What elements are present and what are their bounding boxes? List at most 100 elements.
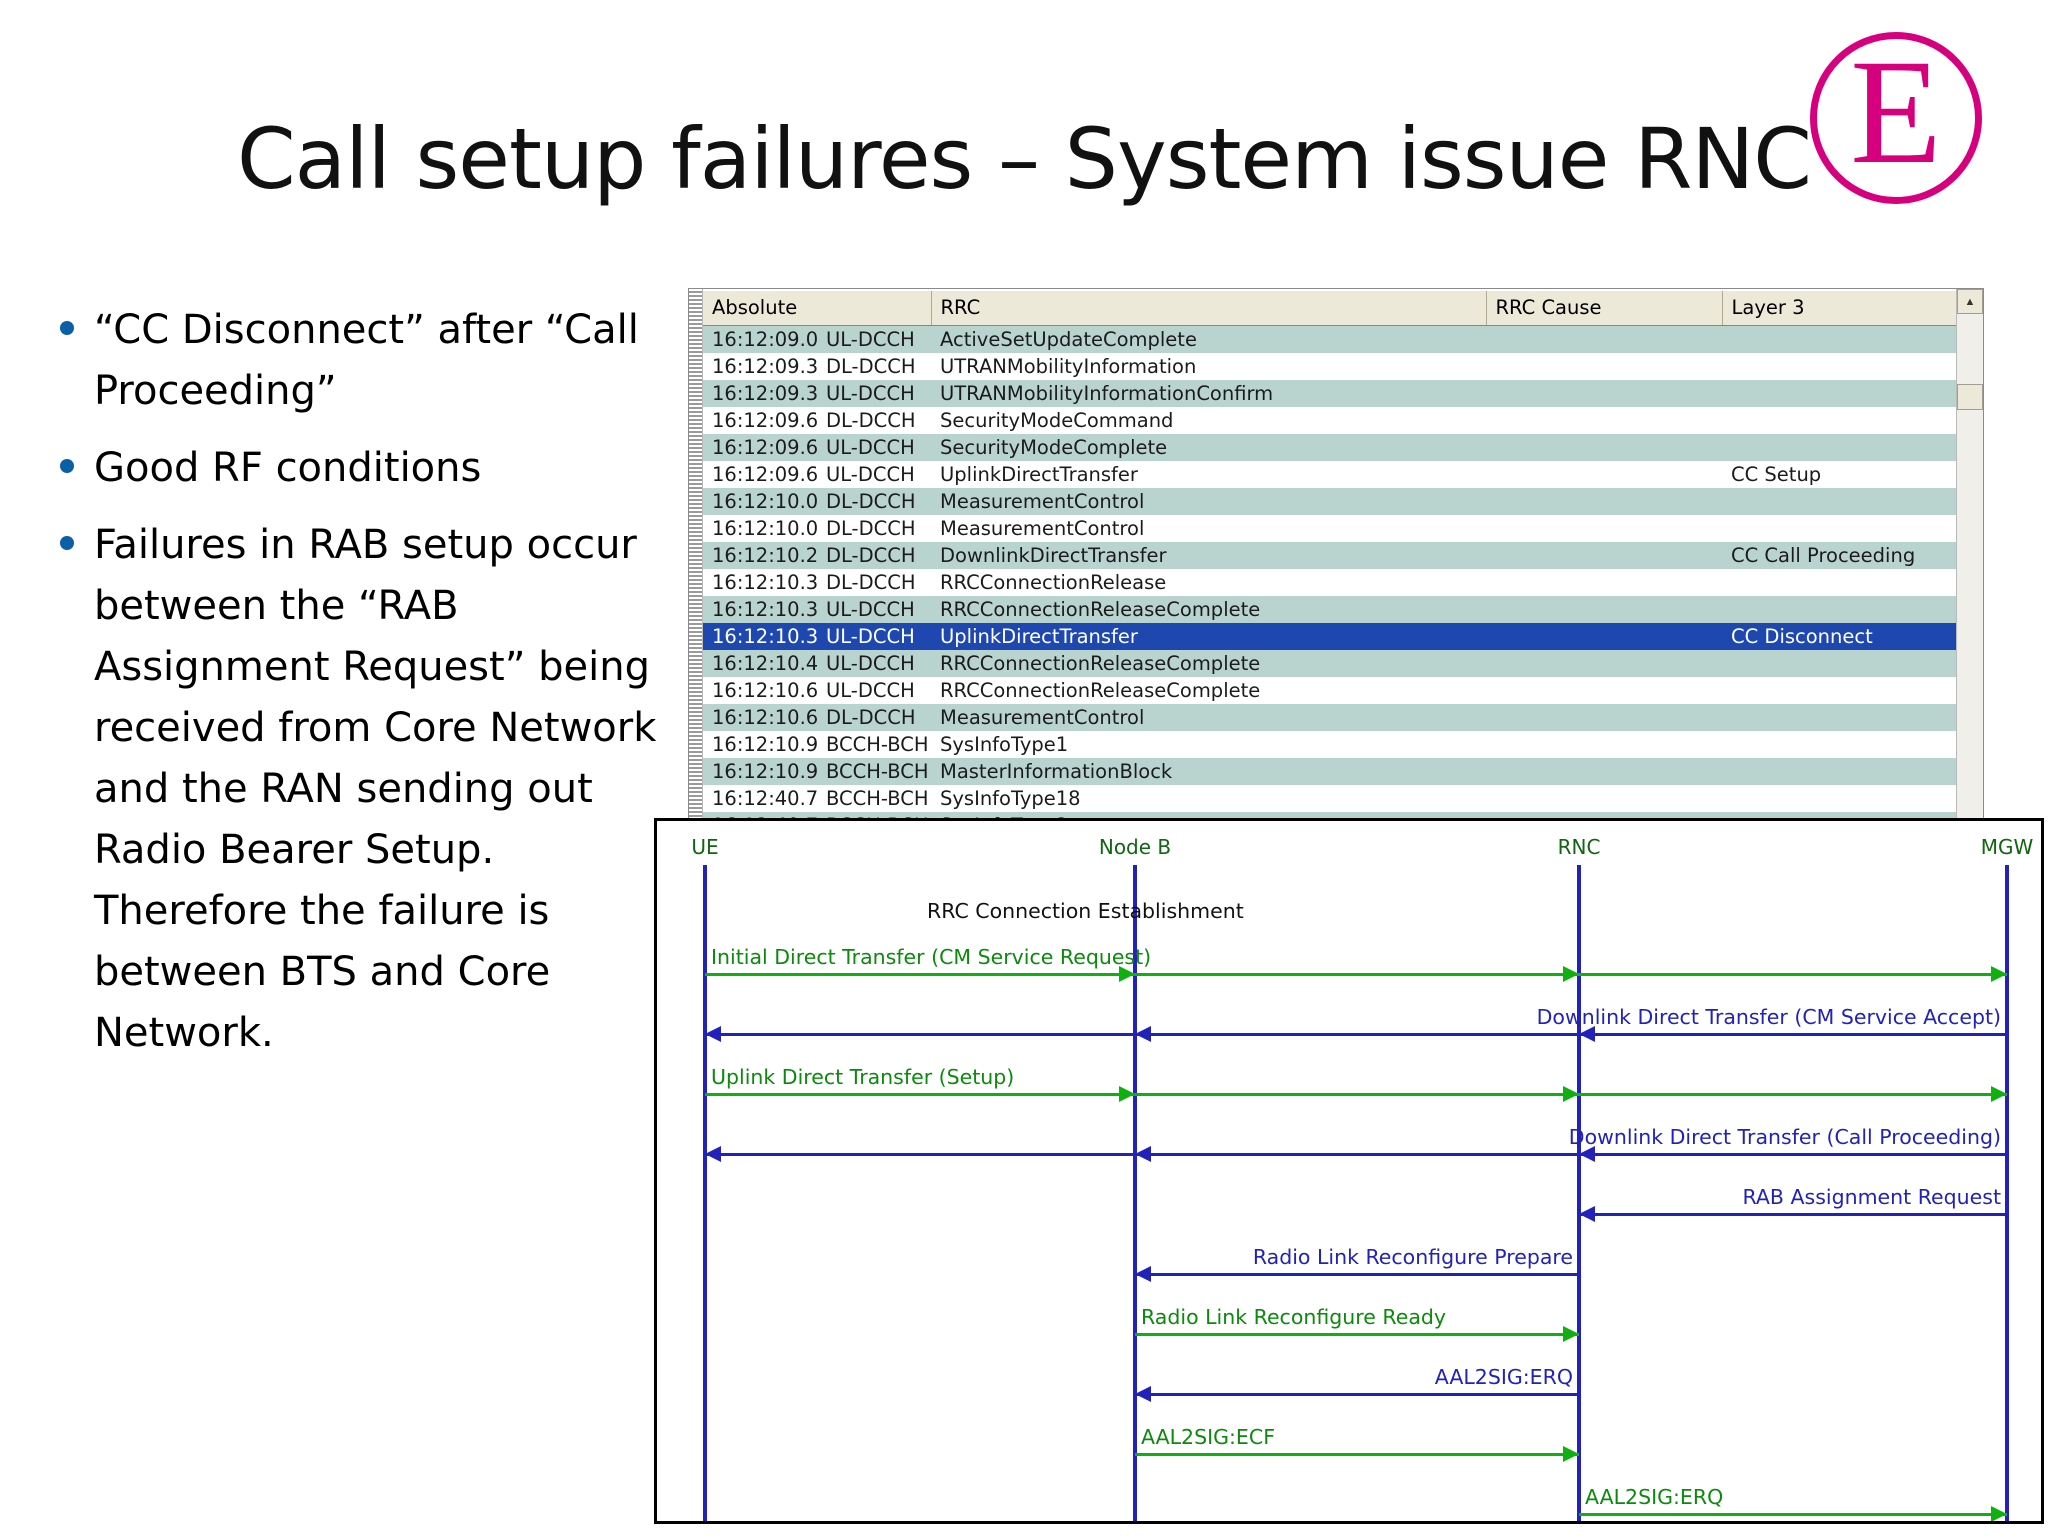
- table-row[interactable]: 16:12:10.220DL-DCCHDownlinkDirectTransfe…: [703, 542, 1958, 569]
- cell-channel: UL-DCCH: [817, 596, 931, 623]
- cell-message: RRCConnectionReleaseComplete: [931, 650, 1486, 677]
- cell-absolute: 16:12:09.338: [703, 380, 817, 407]
- cell-channel: UL-DCCH: [826, 679, 915, 702]
- cell-channel: DL-DCCH: [826, 409, 916, 432]
- cell-rrc-cause: [1486, 434, 1722, 461]
- vertical-scrollbar[interactable]: ▲: [1956, 289, 1983, 832]
- node-label: RNC: [1557, 835, 1601, 859]
- cell-layer3: [1722, 515, 1958, 542]
- cell-absolute: 16:12:10.300: [712, 571, 817, 594]
- cell-layer3: [1722, 731, 1958, 758]
- cell-rrc-cause: [1486, 353, 1722, 380]
- table-row[interactable]: 16:12:10.320UL-DCCHUplinkDirectTransferC…: [703, 623, 1958, 650]
- cell-rrc-cause: [1486, 677, 1722, 704]
- cell-rrc-cause: [1486, 704, 1722, 731]
- cell-layer3: [1722, 488, 1958, 515]
- message-arrow: [1579, 1206, 2007, 1222]
- cell-layer3: [1722, 650, 1958, 677]
- diagram-note: RRC Connection Establishment: [927, 899, 1244, 923]
- cell-layer3: CC Setup: [1731, 463, 1822, 486]
- message-arrow: [705, 1026, 2007, 1042]
- cell-rrc-cause: [1486, 515, 1722, 542]
- cell-absolute: 16:12:10.320: [703, 623, 817, 650]
- cell-channel: UL-DCCH: [817, 623, 931, 650]
- table-row[interactable]: 16:12:09.338DL-DCCHUTRANMobilityInformat…: [703, 353, 1958, 380]
- lifeline-mgw: [2005, 865, 2009, 1521]
- cell-absolute: 16:12:09.629: [712, 409, 817, 432]
- arrow-head-icon: [1579, 1206, 1595, 1222]
- cell-message: SysInfoType18: [940, 787, 1081, 810]
- cell-channel: DL-DCCH: [826, 517, 916, 540]
- bullet-list: “CC Disconnect” after “Call Proceeding” …: [52, 300, 692, 1080]
- table-row[interactable]: 16:12:09.068UL-DCCHActiveSetUpdateComple…: [703, 325, 1958, 353]
- message-arrow: [705, 966, 2007, 982]
- cell-absolute: 16:12:10.300: [703, 596, 817, 623]
- cell-rrc-cause: [1486, 569, 1722, 596]
- scroll-up-arrow-icon[interactable]: ▲: [1957, 289, 1983, 314]
- bullet-text: Failures in RAB setup occur between the …: [94, 522, 657, 1056]
- table-header-row: Absolute RRC RRC Cause Layer 3: [703, 291, 1958, 326]
- cell-absolute: 16:12:09.629: [712, 463, 817, 486]
- cell-rrc-cause: [1486, 623, 1722, 650]
- column-header-layer3[interactable]: Layer 3: [1722, 291, 1958, 326]
- table-row[interactable]: 16:12:09.629UL-DCCHUplinkDirectTransferC…: [703, 461, 1958, 488]
- cell-absolute: 16:12:10.620: [703, 704, 817, 731]
- cell-channel: DL-DCCH: [817, 704, 931, 731]
- table-row[interactable]: 16:12:10.901BCCH-BCHMasterInformationBlo…: [703, 758, 1958, 785]
- lifeline-node-b: [1133, 865, 1137, 1521]
- cell-channel: DL-DCCH: [817, 542, 931, 569]
- column-header-rrc-cause[interactable]: RRC Cause: [1486, 291, 1723, 326]
- message-label: AAL2SIG:ERQ: [1585, 1485, 1724, 1509]
- table-row[interactable]: 16:12:10.300UL-DCCHRRCConnectionReleaseC…: [703, 596, 1958, 623]
- table-row[interactable]: 16:12:09.338UL-DCCHUTRANMobilityInformat…: [703, 380, 1958, 407]
- cell-message: SecurityModeCommand: [940, 409, 1174, 432]
- message-label: RAB Assignment Request: [1742, 1185, 2001, 1209]
- node-label: MGW: [1980, 835, 2034, 859]
- arrow-head-icon: [1135, 1266, 1151, 1282]
- cell-rrc-cause: [1486, 758, 1722, 785]
- cell-layer3: [1722, 569, 1958, 596]
- cell-message: MeasurementControl: [940, 517, 1145, 540]
- scrollbar-thumb[interactable]: [1957, 384, 1983, 410]
- cell-absolute: 16:12:40.764: [712, 787, 817, 810]
- table-row[interactable]: 16:12:10.470UL-DCCHRRCConnectionReleaseC…: [703, 650, 1958, 677]
- message-arrow: [1135, 1326, 1579, 1342]
- brand-logo: E: [1810, 32, 1982, 204]
- trace-left-gutter: [689, 289, 703, 832]
- cell-message: MasterInformationBlock: [931, 758, 1486, 785]
- cell-message: SecurityModeComplete: [931, 434, 1486, 461]
- message-label: AAL2SIG:ECF: [1141, 1425, 1275, 1449]
- table-row[interactable]: 16:12:10.620 UL-DCCH RRCConnectionReleaseC…: [703, 677, 1958, 704]
- trace-content: Absolute RRC RRC Cause Layer 3 16:12:09.…: [703, 291, 1983, 832]
- brand-logo-letter: E: [1850, 29, 1942, 195]
- cell-message: RRCConnectionReleaseComplete: [940, 679, 1261, 702]
- table-row[interactable]: 16:12:09.629 DL-DCCH SecurityModeCommand: [703, 407, 1958, 434]
- arrow-head-icon: [1135, 1146, 1151, 1162]
- arrow-head-icon: [1135, 1026, 1151, 1042]
- cell-channel: BCCH-BCH: [826, 787, 929, 810]
- arrow-head-icon: [1991, 966, 2007, 982]
- cell-layer3: [1722, 407, 1958, 434]
- cell-absolute: 16:12:10.620: [712, 679, 817, 702]
- cell-layer3: [1722, 785, 1958, 812]
- cell-message: UplinkDirectTransfer: [931, 623, 1486, 650]
- bullet-dot-icon: [60, 536, 74, 550]
- column-header-absolute[interactable]: Absolute: [703, 291, 932, 326]
- cell-message: UTRANMobilityInformationConfirm: [931, 380, 1486, 407]
- cell-channel: UL-DCCH: [826, 463, 915, 486]
- list-item: Failures in RAB setup occur between the …: [52, 515, 692, 1064]
- cell-rrc-cause: [1486, 596, 1722, 623]
- rrc-trace-window[interactable]: Absolute RRC RRC Cause Layer 3 16:12:09.…: [688, 288, 1984, 833]
- column-header-rrc[interactable]: RRC: [931, 291, 1487, 326]
- node-label: UE: [691, 835, 719, 859]
- table-row[interactable]: 16:12:40.764 BCCH-BCH SysInfoType18: [703, 785, 1958, 812]
- message-label: Downlink Direct Transfer (Call Proceedin…: [1568, 1125, 2001, 1149]
- cell-rrc-cause: [1486, 542, 1722, 569]
